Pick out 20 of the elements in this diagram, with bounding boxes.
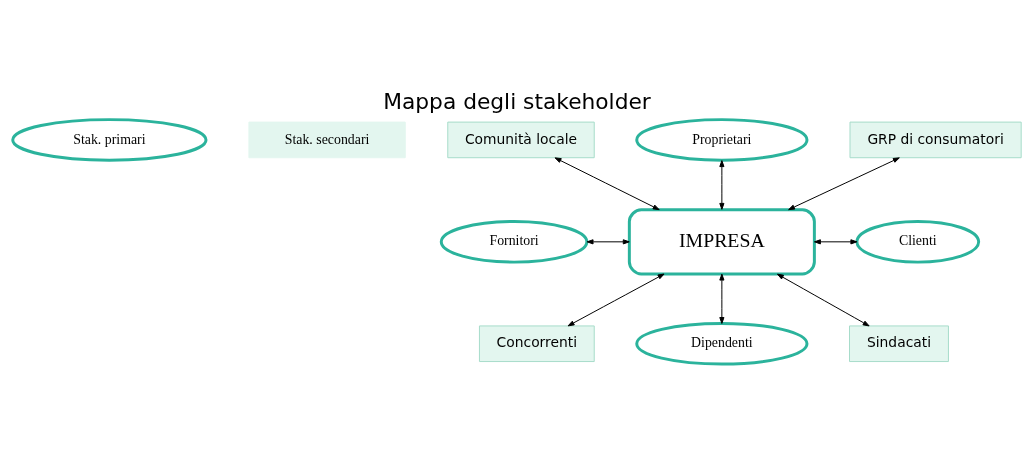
arrow bbox=[813, 239, 858, 245]
arrow bbox=[586, 239, 630, 245]
node-ellipse: Stak. primari bbox=[11, 118, 208, 162]
node-ellipse: Proprietari bbox=[635, 118, 809, 162]
arrow bbox=[567, 273, 665, 327]
node-ellipse: Clienti bbox=[855, 220, 981, 264]
diagram-title: Mappa degli stakeholder bbox=[383, 89, 651, 115]
node-box: Concorrenti bbox=[478, 325, 595, 363]
arrow bbox=[776, 273, 870, 327]
node-box: Comunità locale bbox=[447, 121, 595, 159]
arrow bbox=[719, 273, 725, 324]
node-box: GRP di consumatori bbox=[849, 121, 1022, 159]
node-ellipse: Dipendenti bbox=[635, 321, 809, 366]
node-box: Stak. secondari bbox=[248, 121, 406, 159]
arrow bbox=[554, 157, 660, 211]
arrow bbox=[788, 157, 900, 211]
arrow bbox=[719, 160, 725, 210]
node-box: IMPRESA bbox=[627, 208, 816, 276]
node-ellipse: Fornitori bbox=[439, 220, 589, 264]
node-box: Sindacati bbox=[849, 325, 949, 363]
